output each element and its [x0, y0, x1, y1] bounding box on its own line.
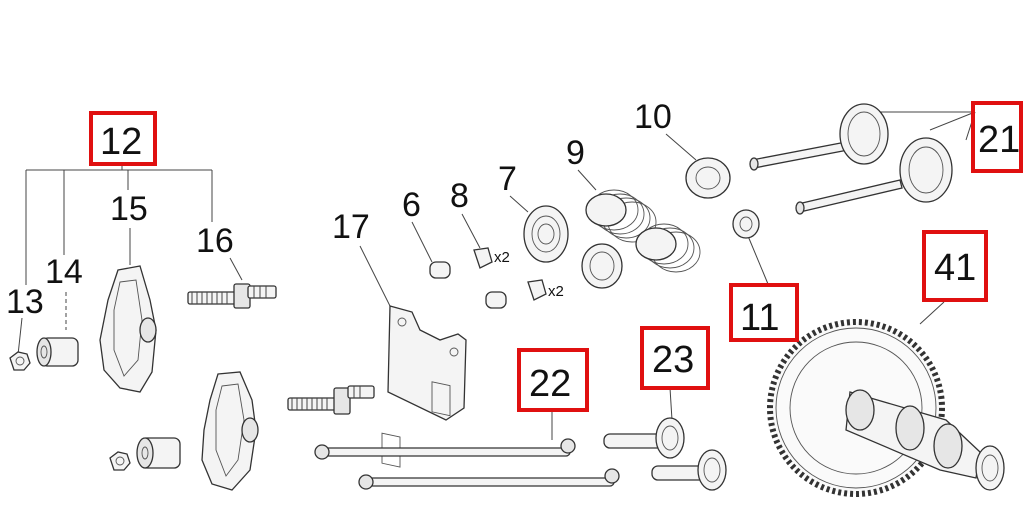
callout-21: 21: [978, 119, 1020, 161]
callout-6: 6: [402, 186, 421, 224]
highlight-box-22: [517, 348, 589, 412]
callout-17: 17: [332, 208, 370, 246]
lower-rocker-arm: [201, 371, 259, 491]
highlight-box-12: [89, 111, 157, 166]
seat-part-10: [665, 133, 731, 199]
group-12-bracket: [17, 162, 243, 356]
callout-13: 13: [6, 283, 44, 321]
tappet-part-23: [603, 387, 727, 491]
stud-part-16: [187, 283, 277, 309]
callout-16: 16: [196, 222, 234, 260]
spring-part-9: [577, 169, 701, 289]
seal-part-11: [732, 209, 769, 285]
highlight-box-41: [922, 230, 988, 302]
callout-15: 15: [110, 190, 148, 228]
quantity-label-bottom: x2: [548, 283, 564, 300]
guide-plate-part-17: [359, 245, 467, 468]
highlight-box-11: [729, 283, 799, 342]
rocker-arm-part-15: [99, 265, 157, 393]
callout-14: 14: [45, 253, 83, 291]
pin-part-6: [411, 221, 507, 309]
callout-7: 7: [498, 160, 517, 198]
callout-41: 41: [934, 247, 976, 289]
quantity-label-top: x2: [494, 249, 510, 266]
bushing-part-14: [36, 337, 79, 367]
lower-stud: [287, 385, 375, 415]
lower-bushing: [136, 437, 181, 469]
valve-part-21: [749, 103, 976, 215]
camshaft-gear-part-41: [767, 301, 1005, 497]
callout-8: 8: [450, 177, 469, 215]
nut-part-13: [9, 351, 31, 371]
keeper-part-8: [461, 213, 547, 301]
highlight-box-21: [971, 101, 1023, 173]
callout-22: 22: [529, 363, 571, 405]
lower-nut: [109, 451, 131, 471]
highlight-box-23: [640, 326, 710, 390]
callout-10: 10: [634, 98, 672, 136]
pushrod-part-22: [314, 410, 620, 490]
retainer-part-7: [509, 195, 569, 263]
callout-12: 12: [100, 121, 142, 163]
callout-23: 23: [652, 339, 694, 381]
callout-9: 9: [566, 134, 585, 172]
callout-11: 11: [740, 297, 779, 339]
